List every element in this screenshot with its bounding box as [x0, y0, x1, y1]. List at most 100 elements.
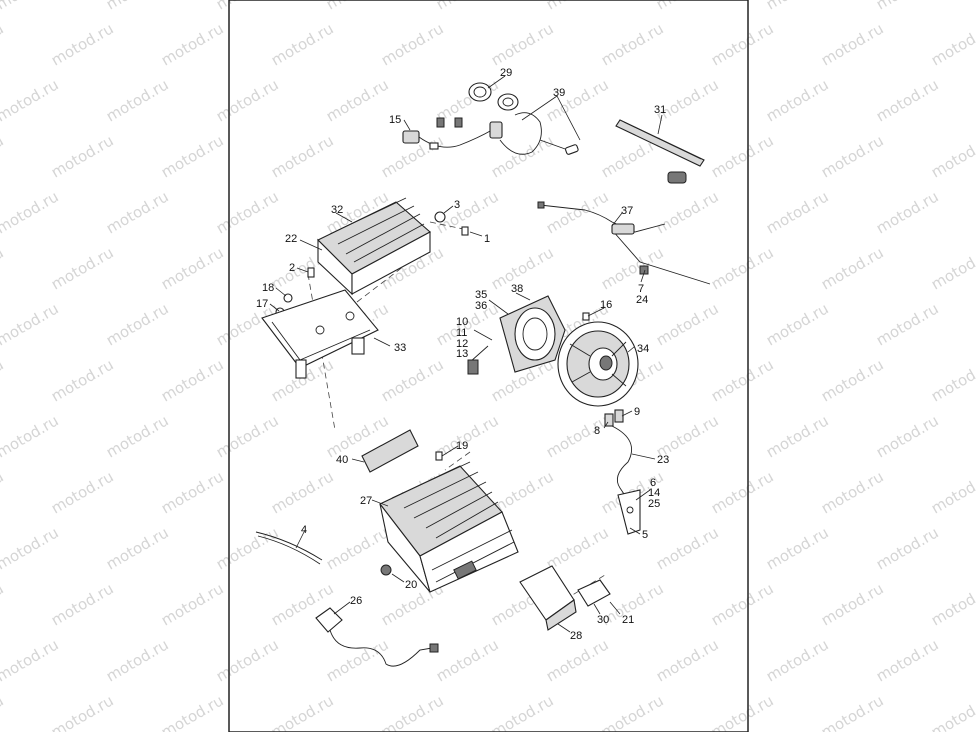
part-15-wiring-harness — [402, 129, 493, 150]
watermark-text: motod.ru — [0, 355, 7, 405]
watermark-text: motod.ru — [488, 691, 557, 732]
callout-30: 30 — [597, 614, 609, 626]
watermark-text: motod.ru — [928, 355, 976, 405]
watermark-text: motod.ru — [0, 243, 7, 293]
watermark-text: motod.ru — [268, 467, 337, 517]
watermark-text: motod.ru — [928, 691, 976, 732]
watermark-text: motod.ru — [323, 75, 392, 125]
part-39-antenna-cable — [499, 112, 579, 155]
watermark-text: motod.ru — [158, 579, 227, 629]
part-20-nut — [380, 564, 392, 576]
watermark-text: motod.ru — [0, 523, 62, 573]
callout-15: 15 — [389, 114, 401, 126]
part-34-speaker — [557, 321, 639, 407]
part-37-wiring-harness — [537, 201, 711, 285]
watermark-text: motod.ru — [213, 187, 282, 237]
watermark-text: motod.ru — [708, 243, 777, 293]
watermark-text: motod.ru — [708, 579, 777, 629]
watermark-text: motod.ru — [213, 635, 282, 685]
callout-6: 6 — [650, 477, 656, 489]
callout-20: 20 — [405, 579, 417, 591]
watermark-text: motod.ru — [928, 579, 976, 629]
watermark-text: motod.ru — [543, 75, 612, 125]
watermark-text: motod.ru — [873, 0, 942, 13]
callout-labels: 29 39 31 15 32 3 37 22 1 2 7 18 38 35 24… — [256, 67, 669, 642]
watermark-text: motod.ru — [0, 75, 62, 125]
watermark-text: motod.ru — [653, 75, 722, 125]
watermark-text: motod.ru — [818, 131, 887, 181]
watermark-text: motod.ru — [598, 243, 667, 293]
callout-24: 24 — [636, 294, 648, 306]
callout-14: 14 — [648, 487, 660, 499]
watermark-text: motod.ru — [928, 19, 976, 69]
callout-40: 40 — [336, 454, 348, 466]
watermark-text: motod.ru — [763, 523, 832, 573]
callout-39: 39 — [553, 87, 565, 99]
callout-37: 37 — [621, 205, 633, 217]
watermark-text: motod.ru — [48, 243, 117, 293]
callout-1: 1 — [484, 233, 490, 245]
callout-16: 16 — [600, 299, 612, 311]
watermark-text: motod.ru — [543, 187, 612, 237]
part-32-amplifier — [317, 197, 431, 296]
part-1-screw — [461, 226, 469, 236]
watermark-text: motod.ru — [103, 299, 172, 349]
callout-38: 38 — [511, 283, 523, 295]
watermark-text: motod.ru — [213, 0, 282, 13]
callout-28: 28 — [570, 630, 582, 642]
watermark-text: motod.ru — [268, 19, 337, 69]
watermark-text: motod.ru — [763, 299, 832, 349]
watermark-text: motod.ru — [818, 467, 887, 517]
watermark-text: motod.ru — [818, 19, 887, 69]
watermark-text: motod.ru — [488, 131, 557, 181]
watermark-text: motod.ru — [818, 355, 887, 405]
watermark-text: motod.ru — [378, 691, 447, 732]
part-30-cover — [577, 579, 611, 607]
watermark-text: motod.ru — [763, 635, 832, 685]
watermark-text: motod.ru — [48, 467, 117, 517]
watermark-text: motod.ru — [48, 355, 117, 405]
watermark-text: motod.ru — [378, 19, 447, 69]
part-3-nut — [434, 211, 446, 223]
watermark-text: motod.ru — [103, 0, 172, 13]
watermark-text: motod.ru — [48, 19, 117, 69]
watermark-text: motod.ru — [213, 523, 282, 573]
callout-7: 7 — [638, 283, 644, 295]
watermark-text: motod.ru — [323, 523, 392, 573]
watermark-text: motod.ru — [0, 635, 62, 685]
part-4-cable-tie — [255, 531, 323, 565]
watermark-text: motod.ru — [873, 635, 942, 685]
watermark-text: motod.ru — [928, 131, 976, 181]
part-26-antenna — [315, 607, 439, 667]
watermark-text: motod.ru — [543, 411, 612, 461]
callout-10: 10 — [456, 316, 468, 328]
callout-17: 17 — [256, 298, 268, 310]
callout-36: 36 — [475, 300, 487, 312]
watermark-text: motod.ru — [543, 523, 612, 573]
callout-2: 2 — [289, 262, 295, 274]
watermark-text: motod.ru — [708, 467, 777, 517]
callout-5: 5 — [642, 529, 648, 541]
diagram-frame — [228, 0, 749, 732]
callout-19: 19 — [456, 440, 468, 452]
part-40-label — [361, 429, 419, 473]
watermark-text: motod.ru — [928, 243, 976, 293]
watermark-text: motod.ru — [708, 355, 777, 405]
callout-8: 8 — [594, 425, 600, 437]
callout-34: 34 — [637, 343, 649, 355]
watermark-text: motod.ru — [0, 467, 7, 517]
watermark-text: motod.ru — [158, 19, 227, 69]
watermark-text: motod.ru — [0, 411, 62, 461]
callout-31: 31 — [654, 104, 666, 116]
watermark-text: motod.ru — [873, 75, 942, 125]
watermark-text: motod.ru — [378, 355, 447, 405]
watermark-text: motod.ru — [0, 299, 62, 349]
callout-9: 9 — [634, 406, 640, 418]
watermark-text: motod.ru — [158, 691, 227, 732]
part-19-screw — [435, 451, 443, 461]
watermark-text: motod.ru — [48, 579, 117, 629]
watermark-text: motod.ru — [543, 0, 612, 13]
watermark-text: motod.ru — [708, 691, 777, 732]
